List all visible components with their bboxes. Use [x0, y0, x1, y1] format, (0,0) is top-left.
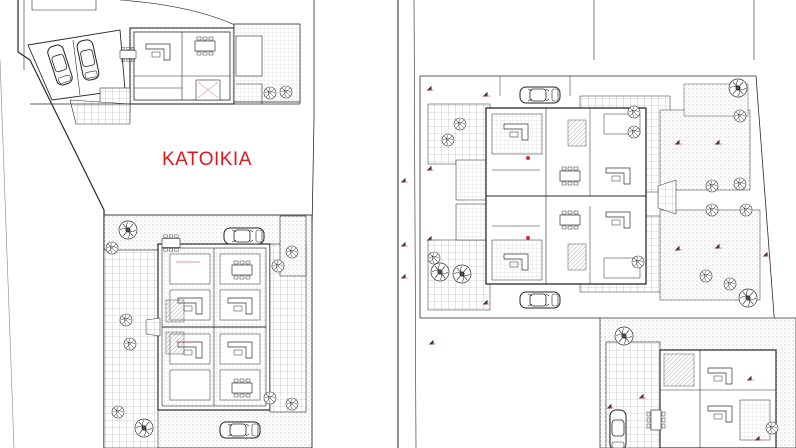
left-site — [0, 0, 315, 448]
drawing-title: ΚΑΤΟΙΚΙΑ — [162, 149, 252, 170]
right-site — [397, 0, 796, 448]
